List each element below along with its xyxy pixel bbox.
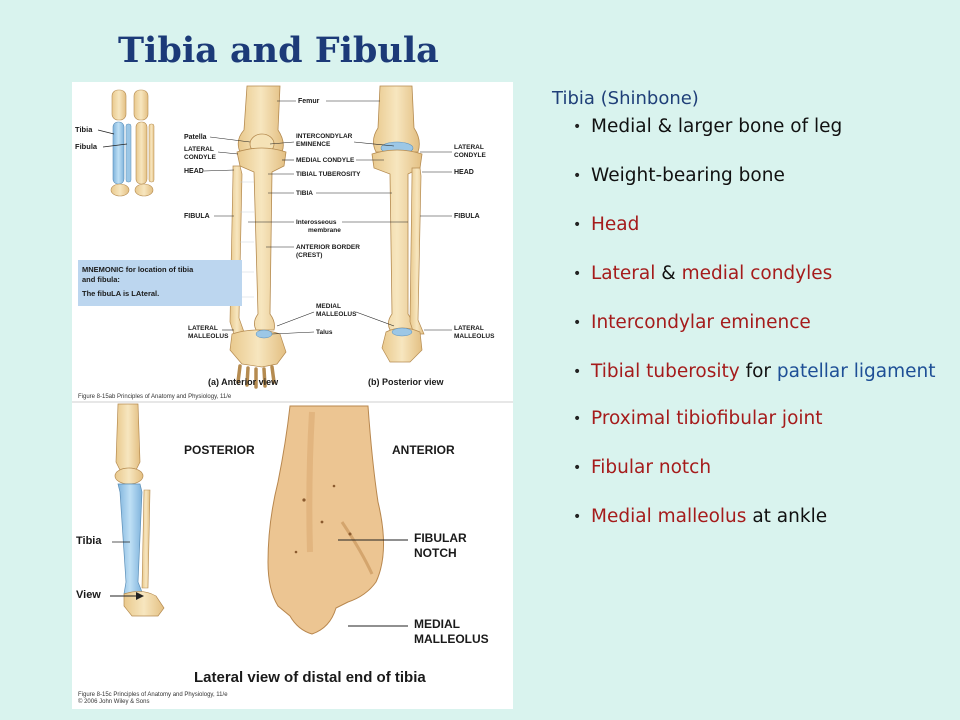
anatomy-illustration: Tibia Fibula Femur Patella bbox=[72, 85, 513, 705]
bullet-item: Weight-bearing bone bbox=[552, 164, 947, 188]
bullet-text: Medial & larger bone of leg bbox=[591, 116, 843, 137]
label-head: HEAD bbox=[184, 168, 204, 175]
bullet-text: Fibular notch bbox=[591, 457, 712, 478]
bullet-item: Fibular notch bbox=[552, 456, 947, 480]
label-anterior-border: ANTERIOR BORDER(CREST) bbox=[296, 244, 360, 259]
bullet-item: Lateral & medial condyles bbox=[552, 262, 947, 286]
label-fibula-left: FIBULA bbox=[184, 213, 210, 220]
bullet-text: patellar ligament bbox=[776, 361, 936, 382]
bullet-text: for bbox=[739, 361, 777, 382]
bullet-text: Tibial tuberosity bbox=[591, 361, 740, 382]
thumb-label-fibula: Fibula bbox=[75, 142, 98, 151]
bullet-item: Proximal tibiofibular joint bbox=[552, 407, 947, 431]
label-talus: Talus bbox=[316, 329, 333, 336]
label-tibial-tuberosity: TIBIAL TUBEROSITY bbox=[296, 171, 361, 178]
bullet-text: at ankle bbox=[746, 506, 828, 527]
label-femur: Femur bbox=[298, 98, 320, 105]
label-head-right: HEAD bbox=[454, 169, 474, 176]
notes-panel: Tibia (Shinbone) Medial & larger bone of… bbox=[552, 88, 947, 554]
thumbnail-legs-top bbox=[110, 89, 155, 197]
posterior-leg-bones bbox=[371, 85, 425, 363]
bullet-text: Lateral bbox=[591, 263, 656, 284]
bullet-text: medial condyles bbox=[681, 263, 833, 284]
bullet-text: Head bbox=[591, 214, 640, 235]
thumb-label-tibia-bottom: Tibia bbox=[76, 535, 102, 547]
distal-tibia-bone bbox=[267, 405, 384, 635]
anterior-leg-bones bbox=[229, 85, 287, 389]
label-posterior: POSTERIOR bbox=[184, 443, 255, 457]
bullet-text: Medial malleolus bbox=[591, 506, 747, 527]
caption-top: Figure 8-15ab Principles of Anatomy and … bbox=[78, 394, 232, 400]
thumbnail-leg-bottom bbox=[114, 403, 165, 617]
bullet-text: Weight-bearing bone bbox=[591, 165, 785, 186]
section-heading: Tibia (Shinbone) bbox=[552, 88, 699, 109]
bullet-text: Proximal tibiofibular joint bbox=[591, 408, 823, 429]
bullet-item: Tibial tuberosity for patellar ligament bbox=[552, 360, 947, 384]
caption-bottom-main: Lateral view of distal end of tibia bbox=[194, 669, 426, 686]
bullet-item: Medial malleolus at ankle bbox=[552, 505, 947, 529]
bullet-list: Medial & larger bone of legWeight-bearin… bbox=[552, 115, 947, 529]
slide-title: Tibia and Fibula bbox=[118, 30, 439, 71]
label-patella: Patella bbox=[184, 134, 207, 141]
label-fibula-right: FIBULA bbox=[454, 213, 480, 220]
bullet-item: Head bbox=[552, 213, 947, 237]
thumb-label-view: View bbox=[76, 589, 101, 601]
label-medial-condyle: MEDIAL CONDYLE bbox=[296, 157, 355, 164]
mnemonic-text: The fibuLA is LAteral. bbox=[82, 289, 159, 298]
thumb-label-tibia: Tibia bbox=[75, 125, 93, 134]
view-b-label: (b) Posterior view bbox=[368, 377, 445, 387]
bullet-item: Medial & larger bone of leg bbox=[552, 115, 947, 139]
view-a-label: (a) Anterior view bbox=[208, 377, 279, 387]
anatomy-figure: Tibia Fibula Femur Patella bbox=[72, 82, 513, 709]
caption-bottom-small: Figure 8-15c Principles of Anatomy and P… bbox=[78, 692, 229, 705]
label-tibia: TIBIA bbox=[296, 190, 313, 197]
bullet-item: Intercondylar eminence bbox=[552, 311, 947, 335]
bullet-text: Intercondylar eminence bbox=[591, 312, 811, 333]
bullet-text: & bbox=[655, 263, 682, 284]
mnemonic-box bbox=[78, 260, 242, 306]
label-anterior: ANTERIOR bbox=[392, 443, 455, 457]
